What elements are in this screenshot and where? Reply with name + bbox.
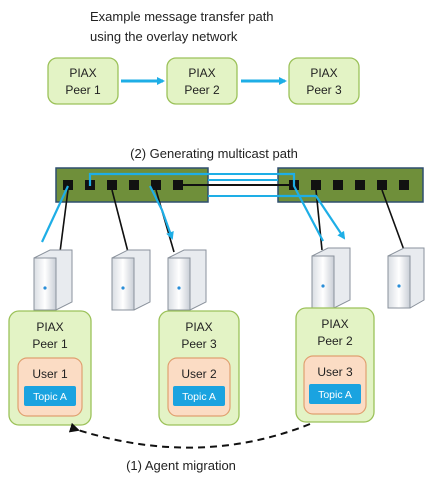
host-peer-1-line2: Peer 1 [32,337,68,351]
server-icon [167,249,207,311]
server-icon [33,249,73,311]
host-peer-2: PIAX Peer 3 User 2 Topic A [158,310,240,426]
dashed-arrow-icon [68,422,311,449]
migration-label: (1) Agent migration [126,458,236,473]
overlay-peer-3-line2: Peer 3 [306,83,342,97]
host-peer-1-line1: PIAX [36,320,63,334]
overlay-peer-1: PIAX Peer 1 [47,57,119,105]
caption-line-2: using the overlay network [90,29,238,44]
multicast-path [41,172,346,243]
server-icon [111,249,151,311]
overlay-peer-2: PIAX Peer 2 [166,57,238,105]
overlay-peer-3: PIAX Peer 3 [288,57,360,105]
switch-links [183,173,289,197]
host-peer-1: PIAX Peer 1 User 1 Topic A [8,310,92,426]
host-peer-3-user: User 3 [317,365,353,379]
overlay-peer-1-line1: PIAX [69,66,96,80]
host-peer-2-line1: PIAX [185,320,212,334]
caption-line-1: Example message transfer path [90,9,274,24]
host-peer-2-line2: Peer 3 [181,337,217,351]
server-icon [387,247,425,309]
host-peer-2-topic: Topic A [182,391,216,403]
host-peer-3: PIAX Peer 2 User 3 Topic A [295,307,375,423]
host-peer-1-user: User 1 [32,367,68,381]
multicast-label: (2) Generating multicast path [130,146,298,161]
host-peer-3-line1: PIAX [321,317,348,331]
host-peer-3-topic: Topic A [318,389,352,401]
host-peer-2-user: User 2 [181,367,217,381]
overlay-peer-1-line2: Peer 1 [65,83,101,97]
host-peer-3-line2: Peer 2 [317,334,353,348]
host-peer-1-topic: Topic A [33,391,67,403]
overlay-peer-3-line1: PIAX [310,66,337,80]
overlay-peer-2-line2: Peer 2 [184,83,220,97]
server-icon [311,247,351,309]
overlay-peer-2-line1: PIAX [188,66,215,80]
